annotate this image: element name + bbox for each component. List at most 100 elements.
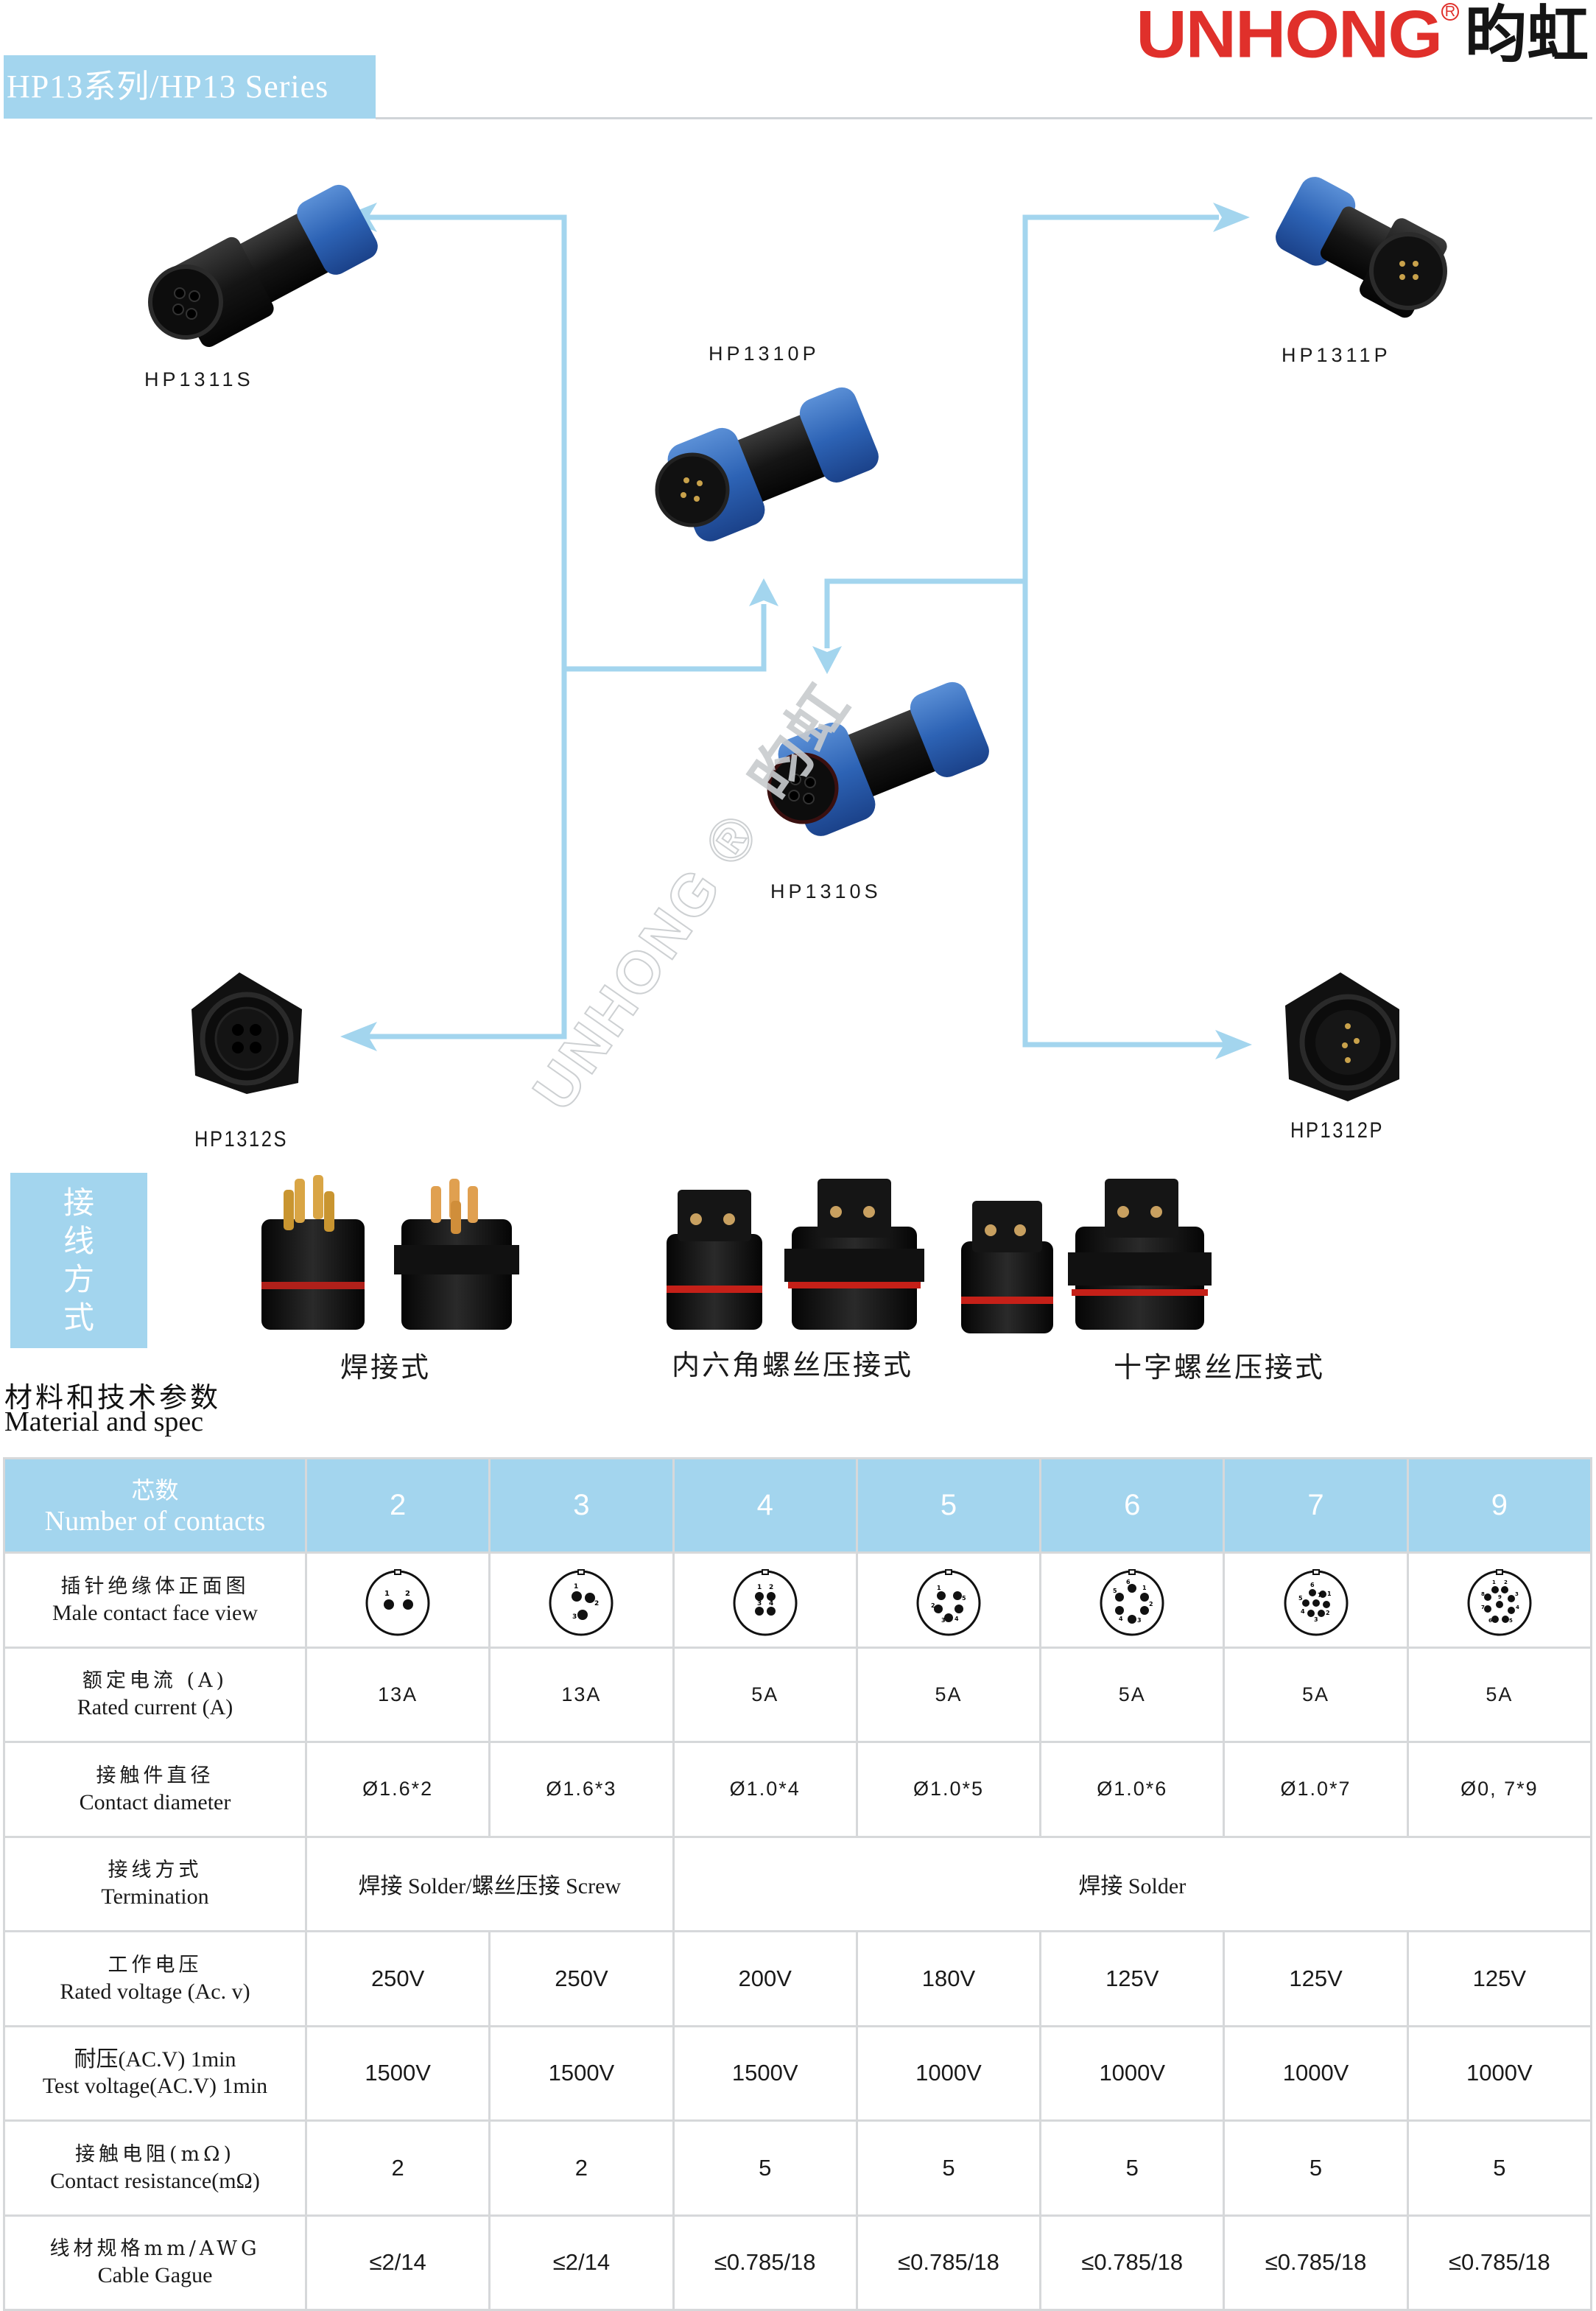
svg-text:2: 2: [594, 1600, 599, 1607]
svg-text:4: 4: [1516, 1605, 1519, 1610]
table-cell: ≤2/14: [488, 2214, 675, 2311]
header-number-of-contacts: 芯数 Number of contacts: [3, 1457, 307, 1554]
registered-mark-icon: R: [1441, 3, 1459, 21]
product-label-hp1312p: HP1312P: [1290, 1118, 1385, 1143]
table-row-contact-diameter: 接触件直径 Contact diameter Ø1.6*2 Ø1.6*3 Ø1.…: [3, 1741, 1593, 1838]
product-image-hp1312s: [191, 972, 302, 1094]
spec-table: 芯数 Number of contacts 2 3 4 5 6 7 9 插针绝缘…: [3, 1457, 1593, 2311]
svg-text:2: 2: [1326, 1610, 1330, 1616]
table-cell: 2: [304, 2119, 491, 2217]
row-label-en: Test voltage(AC.V) 1min: [42, 2074, 268, 2099]
table-cell: 5A: [672, 1646, 858, 1743]
svg-text:2: 2: [1149, 1601, 1153, 1607]
solder-termination-image: [261, 1175, 519, 1330]
svg-text:4: 4: [1301, 1608, 1305, 1615]
row-label: 线材规格mm/AWG Cable Gague: [3, 2214, 307, 2311]
termination-label-solder: 焊接式: [340, 1351, 432, 1384]
svg-text:3: 3: [1515, 1591, 1519, 1597]
logo-wordmark: UNHONG: [1136, 0, 1443, 72]
table-cell: 250V: [304, 1930, 491, 2027]
table-cell: 200V: [672, 1930, 858, 2027]
table-cell: 1000V: [1406, 2024, 1593, 2122]
row-label-en: Rated voltage (Ac. v): [60, 1979, 250, 2004]
row-label: 耐压(AC.V) 1min Test voltage(AC.V) 1min: [3, 2024, 307, 2122]
svg-text:1: 1: [1327, 1591, 1332, 1597]
table-cell: Ø1.0*7: [1223, 1741, 1409, 1838]
table-cell: 1500V: [672, 2024, 858, 2122]
row-label-en: Contact diameter: [79, 1789, 231, 1814]
product-image-hp1310s: [767, 681, 989, 836]
row-label-cn: 插针绝缘体正面图: [60, 1574, 250, 1598]
table-cell: Ø1.0*5: [855, 1741, 1042, 1838]
logo-chinese: 昀虹: [1464, 0, 1589, 71]
table-cell: ≤0.785/18: [855, 2214, 1042, 2311]
row-label-cn: 线材规格mm/AWG: [49, 2237, 261, 2261]
table-row-termination: 接线方式 Termination 焊接 Solder/螺丝压接 Screw 焊接…: [3, 1835, 1593, 1932]
table-cell: 13A: [304, 1646, 491, 1743]
row-label: 接线方式 Termination: [3, 1835, 307, 1932]
row-label-cn: 工作电压: [108, 1953, 203, 1977]
table-cell: 5A: [855, 1646, 1042, 1743]
termination-label-hex-screw: 内六角螺丝压接式: [672, 1349, 914, 1381]
table-cell: 1000V: [855, 2024, 1042, 2122]
row-label-cn: 接触电阻(mΩ): [74, 2142, 236, 2166]
table-cell: Ø1.6*2: [304, 1741, 491, 1838]
termination-product-images: [261, 1175, 1212, 1333]
svg-text:6: 6: [1310, 1582, 1315, 1588]
spec-title-english: Material and spec: [4, 1406, 204, 1437]
table-cell: 5: [1406, 2119, 1593, 2217]
table-row-contact-resistance: 接触电阻(mΩ) Contact resistance(mΩ) 2 2 5 5 …: [3, 2119, 1593, 2217]
svg-text:3: 3: [572, 1613, 577, 1621]
table-row-cable-gauge: 线材规格mm/AWG Cable Gague ≤2/14 ≤2/14 ≤0.78…: [3, 2214, 1593, 2311]
svg-text:5: 5: [1113, 1588, 1117, 1594]
product-image-hp1310p: [655, 387, 879, 541]
product-image-hp1311p: [1276, 177, 1447, 318]
row-label: 接触件直径 Contact diameter: [3, 1741, 307, 1838]
row-label-en: Male contact face view: [52, 1600, 258, 1625]
product-label-hp1311p: HP1311P: [1282, 344, 1391, 366]
row-label: 接触电阻(mΩ) Contact resistance(mΩ): [3, 2119, 307, 2217]
svg-text:1: 1: [384, 1590, 390, 1598]
tag-char: 线: [63, 1223, 94, 1259]
row-label-cn: 接触件直径: [96, 1764, 214, 1787]
table-cell-merged: 焊接 Solder: [672, 1835, 1593, 1932]
svg-text:7: 7: [1481, 1605, 1485, 1610]
tag-char: 接: [63, 1185, 94, 1221]
column-header: 9: [1406, 1457, 1593, 1554]
row-label-en: Contact resistance(mΩ): [50, 2168, 260, 2193]
table-cell: Ø1.0*4: [672, 1741, 858, 1838]
product-label-hp1310s: HP1310S: [770, 880, 882, 902]
svg-text:2: 2: [1504, 1579, 1508, 1585]
table-cell: 5: [1039, 2119, 1226, 2217]
header-divider: [376, 117, 1592, 119]
svg-text:3: 3: [1314, 1616, 1318, 1623]
svg-text:6: 6: [1126, 1579, 1131, 1585]
table-row-test-voltage: 耐压(AC.V) 1min Test voltage(AC.V) 1min 15…: [3, 2024, 1593, 2122]
table-cell: ≤0.785/18: [1406, 2214, 1593, 2311]
svg-text:5: 5: [962, 1595, 966, 1602]
header-label-cn: 芯数: [131, 1476, 179, 1504]
row-label-en: Rated current (A): [77, 1695, 233, 1720]
svg-text:1: 1: [1492, 1579, 1496, 1585]
brand-logo: UNHONG R 昀虹: [1136, 1, 1589, 68]
hex-screw-termination-image: [667, 1179, 924, 1330]
table-cell: 5: [855, 2119, 1042, 2217]
pin-layout-3-icon: 123: [549, 1568, 614, 1636]
svg-text:5: 5: [1298, 1595, 1303, 1602]
product-label-hp1310p: HP1310P: [709, 343, 820, 365]
row-label-en: Cable Gague: [97, 2263, 213, 2288]
table-cell: ≤2/14: [304, 2214, 491, 2311]
connection-diagram: [148, 177, 1447, 1101]
termination-label-cross-screw: 十字螺丝压接式: [1114, 1351, 1326, 1384]
table-row-rated-voltage: 工作电压 Rated voltage (Ac. v) 250V 250V 200…: [3, 1930, 1593, 2027]
